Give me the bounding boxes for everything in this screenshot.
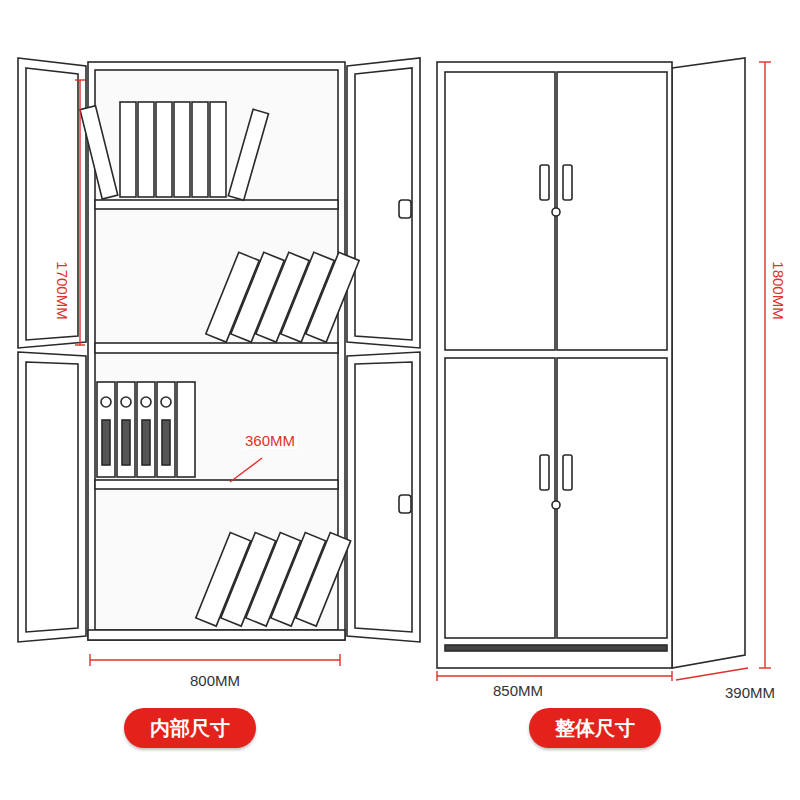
open-door xyxy=(18,58,86,348)
door-panel xyxy=(26,68,78,340)
open-door xyxy=(347,58,420,348)
binders xyxy=(97,382,195,477)
door-panel xyxy=(355,68,412,340)
dimension-lines xyxy=(75,62,771,681)
dimension-label: 800MM xyxy=(188,672,242,689)
door-panel xyxy=(26,362,78,632)
middle-divider xyxy=(95,343,338,353)
pill-text: 整体尺寸 xyxy=(555,718,635,738)
lock xyxy=(552,208,560,216)
cabinet-body xyxy=(88,62,345,640)
lock xyxy=(552,501,560,509)
shelf xyxy=(95,480,338,489)
handle xyxy=(563,165,572,200)
door-panel xyxy=(355,362,412,632)
open-door xyxy=(18,352,86,642)
door xyxy=(557,358,667,638)
title-pill: 整体尺寸 xyxy=(529,708,661,748)
dimension-label: 1700MM xyxy=(53,259,70,321)
dimension-label: 1800MM xyxy=(769,259,786,321)
handle xyxy=(540,165,549,200)
door xyxy=(445,72,555,350)
binders xyxy=(80,102,269,200)
lock xyxy=(399,200,411,218)
handle xyxy=(563,455,572,490)
binders xyxy=(196,533,351,627)
cabinet-base xyxy=(88,630,345,640)
dimension-label: 390MM xyxy=(723,684,777,701)
lock xyxy=(399,495,411,513)
shelf xyxy=(95,200,338,209)
dimension-label: 850MM xyxy=(491,682,545,699)
cabinet-side xyxy=(672,58,745,668)
binders xyxy=(206,252,359,342)
handle xyxy=(540,455,549,490)
title-pill: 内部尺寸 xyxy=(124,708,256,748)
pill-text: 内部尺寸 xyxy=(150,718,230,738)
dimension-label: 360MM xyxy=(243,432,297,449)
door xyxy=(557,72,667,350)
door xyxy=(445,358,555,638)
base-slot xyxy=(445,645,667,651)
cabinet-body xyxy=(437,62,672,668)
open-door xyxy=(347,352,420,642)
cabinet-inside xyxy=(95,70,338,630)
